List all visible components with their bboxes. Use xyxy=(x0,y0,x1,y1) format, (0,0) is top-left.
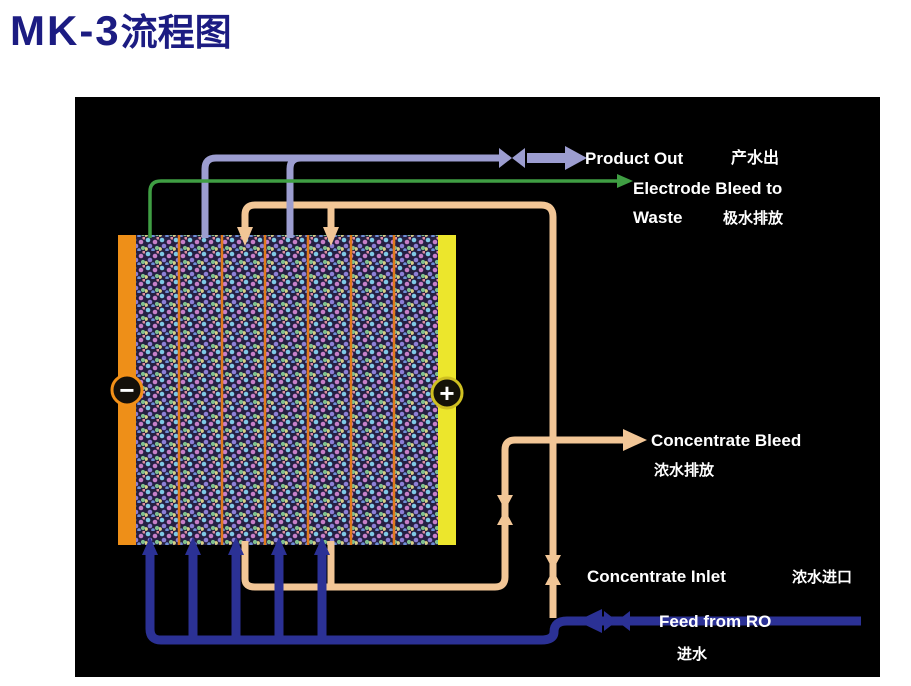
product-valve-icon xyxy=(512,148,525,168)
concentrate-bleed-label: Concentrate Bleed xyxy=(651,431,801,450)
product-pipe xyxy=(201,154,499,238)
concentrate-inlet-valve-icon xyxy=(545,570,561,585)
electrode-bleed-label-line2: Waste xyxy=(633,208,682,227)
concentrate-bleed-valve-icon xyxy=(497,495,513,510)
concentrate-inlet-pipe xyxy=(241,201,557,618)
page-title-latin: MK-3 xyxy=(10,7,121,54)
page-title-cjk: 流程图 xyxy=(120,12,232,53)
electrode-bleed-arrow-icon xyxy=(617,174,633,188)
concentrate-bleed-pipe xyxy=(241,436,625,591)
concentrate-inlet-valve-icon xyxy=(545,555,561,570)
electrode-bleed-label-line1: Electrode Bleed to xyxy=(633,179,782,198)
electrode-bleed-label-zh: 极水排放 xyxy=(723,209,784,227)
feed-valve-icon xyxy=(617,611,630,631)
feed-up-arrow-icon xyxy=(142,537,158,555)
flow-diagram: − + Product Out 产水出 Electrode Bleed to W… xyxy=(110,146,861,663)
product-valve-icon xyxy=(499,148,512,168)
concentrate-down-arrow-icon xyxy=(237,227,253,246)
concentrate-piping xyxy=(241,201,625,618)
positive-electrode-symbol xyxy=(430,376,464,410)
product-out-label-zh: 产水出 xyxy=(731,148,779,167)
concentrate-down-arrow-icon xyxy=(323,227,339,246)
negative-electrode-symbol xyxy=(110,373,144,407)
positive-sign: + xyxy=(439,378,454,408)
feed-valve-icon xyxy=(604,611,617,631)
concentrate-bleed-valve-icon xyxy=(497,510,513,525)
concentrate-bleed-label-zh: 浓水排放 xyxy=(654,461,715,479)
feed-up-arrow-icon xyxy=(185,537,201,555)
feed-pipe xyxy=(145,553,861,645)
electrode-bleed-line xyxy=(148,179,619,238)
concentrate-inlet-label-zh: 浓水进口 xyxy=(792,568,852,586)
concentrate-bleed-arrow-icon xyxy=(623,429,647,451)
product-out-label: Product Out xyxy=(585,149,684,168)
product-piping xyxy=(201,154,499,238)
feed-up-arrow-icon xyxy=(228,537,244,555)
resin-mesh-area xyxy=(136,235,438,545)
product-pipe xyxy=(286,154,499,238)
feed-piping xyxy=(145,552,861,645)
feed-label-zh: 进水 xyxy=(677,645,708,663)
page-title: MK-3流程图 xyxy=(10,2,232,56)
negative-sign: − xyxy=(119,375,134,405)
feed-up-arrow-icon xyxy=(271,537,287,555)
feed-up-arrow-icon xyxy=(314,537,330,555)
feed-arrow-icon xyxy=(577,609,602,633)
concentrate-inlet-label: Concentrate Inlet xyxy=(587,567,726,586)
feed-from-ro-label: Feed from RO xyxy=(659,612,771,631)
membrane-stack xyxy=(118,235,456,545)
diagram-panel: − + Product Out 产水出 Electrode Bleed to W… xyxy=(75,97,880,677)
product-arrow-icon xyxy=(565,146,587,170)
